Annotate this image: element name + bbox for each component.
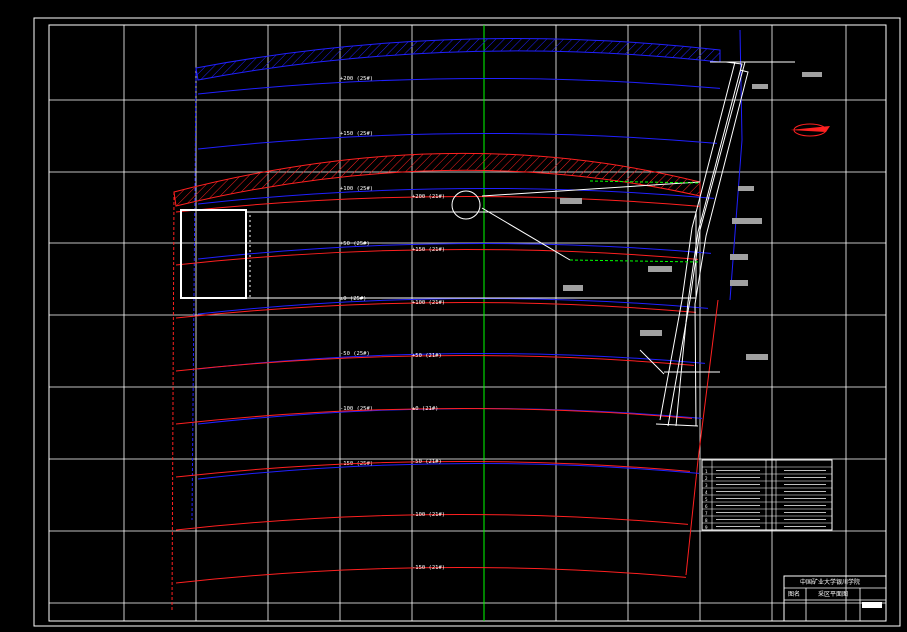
red-seam-right-boundary: [685, 299, 719, 576]
blue-seam-hatch: [195, 37, 721, 81]
contour-line: [175, 301, 697, 319]
title-block: 中国矿业大学银川学院 图名 采区平面图: [783, 575, 887, 622]
title-field-label: 图名: [788, 590, 800, 598]
contour-line: [175, 354, 695, 372]
legend-row-number: 3: [705, 483, 708, 488]
contour-line: [175, 407, 693, 425]
legend-row-number: 5: [705, 497, 708, 502]
legend-table: 1 2 3 4 5 6 7 8 9: [701, 459, 833, 531]
connecting-diagonal: [481, 207, 571, 261]
contour-label: +100 (21#): [412, 300, 445, 306]
red-contour-lines: +200 (21#) +150 (21#) +100 (21#) +50 (21#) ±…: [175, 194, 701, 584]
main-inclined-roadways: [639, 61, 795, 427]
outer-frame: [33, 17, 901, 627]
contour-line: [197, 77, 721, 95]
contour-line: [175, 566, 687, 584]
legend-row-number: 6: [705, 504, 708, 509]
contour-label: +150 (25#): [340, 131, 373, 137]
legend-row-number: 4: [705, 490, 708, 495]
contour-label: -100 (25#): [340, 406, 373, 412]
coordinate-grid: [48, 24, 887, 622]
green-dashed-bottom: [569, 259, 701, 263]
legend-row-number: 8: [705, 518, 708, 523]
legend-row-number: 1: [705, 469, 708, 474]
contour-line: [197, 462, 700, 480]
contour-label: +200 (21#): [412, 194, 445, 200]
contour-label: +50 (25#): [340, 241, 370, 247]
red-seam-left-boundary: [171, 191, 175, 611]
title-drawing-name: 采区平面图: [818, 590, 848, 598]
contour-label: +100 (25#): [340, 186, 373, 192]
connecting-line-top: [481, 181, 701, 197]
contour-label: -50 (21#): [412, 459, 442, 465]
contour-label: ±0 (25#): [340, 296, 367, 302]
contour-label: -50 (25#): [340, 351, 370, 357]
contour-label: +200 (25#): [340, 76, 373, 82]
legend-row-number: 2: [705, 476, 708, 481]
contour-label: -100 (21#): [412, 512, 445, 518]
contour-label: ±0 (21#): [412, 406, 439, 412]
contour-line: [175, 513, 689, 531]
mining-panel-box: [180, 209, 247, 299]
blue-contour-lines: +200 (25#) +150 (25#) +100 (25#) +50 (25#) ±…: [197, 76, 721, 480]
contour-line: [175, 195, 701, 213]
contour-line: [197, 297, 709, 315]
north-arrow-icon: [790, 123, 830, 137]
contour-line: [197, 187, 715, 205]
panel-roadway-outline: [245, 211, 697, 299]
contour-line: [197, 242, 712, 260]
blue-seam-left-boundary: [191, 67, 197, 521]
contour-line: [175, 460, 691, 478]
blue-seam-right-boundary: [729, 29, 743, 301]
contour-line: [197, 407, 703, 425]
contour-line: [175, 248, 699, 266]
green-dashed-top: [589, 180, 701, 184]
contour-label: +150 (21#): [412, 247, 445, 253]
shaft-circle: [451, 190, 481, 220]
title-school: 中国矿业大学银川学院: [800, 578, 860, 586]
annotation-tags: [560, 72, 822, 360]
legend-row-number: 7: [705, 511, 708, 516]
contour-label: +50 (21#): [412, 353, 442, 359]
contour-label: -150 (21#): [412, 565, 445, 571]
contour-line: [197, 132, 718, 150]
legend-row-number: 9: [705, 525, 708, 530]
inner-frame: [48, 24, 887, 622]
